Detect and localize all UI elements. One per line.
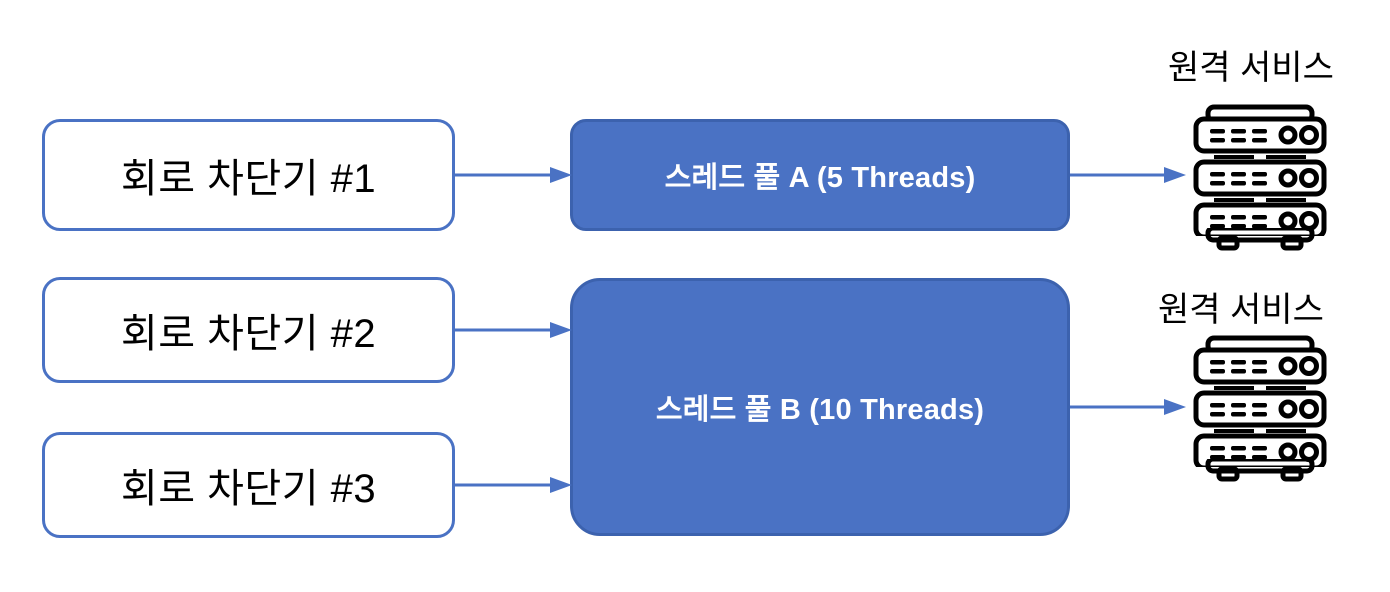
thread-pool-label-a: 스레드 풀 A (5 Threads) xyxy=(664,162,976,194)
circuit-breaker-label-2: 회로 차단기 #2 xyxy=(120,312,377,356)
thread-pool-label-b: 스레드 풀 B (10 Threads) xyxy=(655,394,985,426)
connector-arrow-pool-a-to-service-1 xyxy=(1070,167,1186,183)
circuit-breaker-box-1[interactable]: 회로 차단기 #1 xyxy=(42,119,455,231)
server-rack-icon-2 xyxy=(1193,335,1327,467)
connector-arrow-cb2-to-pool-b xyxy=(454,322,572,338)
server-rack-base-2 xyxy=(1205,459,1315,482)
remote-service-label-2: 원격 서비스 xyxy=(1158,291,1324,329)
server-rack-base-1 xyxy=(1205,228,1315,251)
thread-pool-box-a[interactable]: 스레드 풀 A (5 Threads) xyxy=(570,119,1070,231)
thread-pool-box-b[interactable]: 스레드 풀 B (10 Threads) xyxy=(570,278,1070,536)
circuit-breaker-label-3: 회로 차단기 #3 xyxy=(120,467,377,511)
server-rack-icon-1 xyxy=(1193,104,1327,236)
remote-service-label-1: 원격 서비스 xyxy=(1168,49,1334,87)
connector-arrow-cb1-to-pool-a xyxy=(454,167,572,183)
circuit-breaker-label-1: 회로 차단기 #1 xyxy=(120,157,377,201)
circuit-breaker-box-2[interactable]: 회로 차단기 #2 xyxy=(42,277,455,383)
connector-arrow-pool-b-to-service-2 xyxy=(1070,399,1186,415)
circuit-breaker-box-3[interactable]: 회로 차단기 #3 xyxy=(42,432,455,538)
connector-arrow-cb3-to-pool-b xyxy=(454,477,572,493)
